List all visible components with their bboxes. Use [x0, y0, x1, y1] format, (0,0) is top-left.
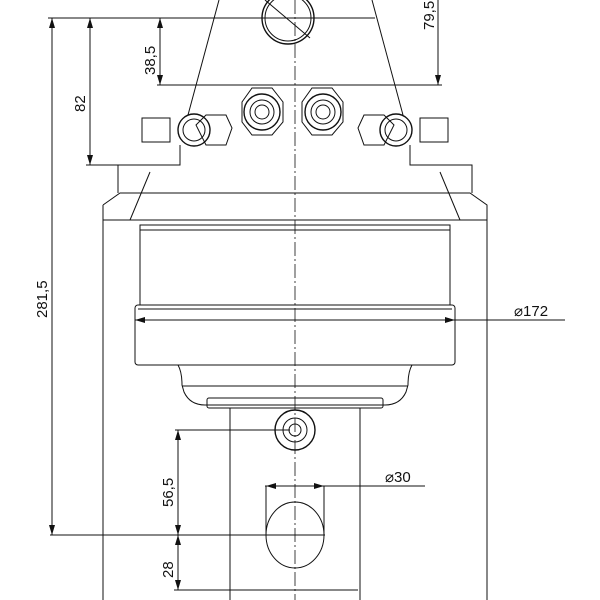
fitting-icon [241, 87, 284, 136]
dimension-lines [48, 0, 565, 591]
hydraulic-fittings [141, 87, 449, 147]
dim-shaft-hole-diameter: ⌀30 [385, 469, 411, 486]
dim-upper-height: 38,5 [142, 46, 159, 75]
bolt-icon [141, 117, 171, 143]
dim-top-offset: 79,5 [421, 1, 438, 30]
fitting-icon [177, 113, 233, 147]
fitting-icon [357, 113, 413, 147]
dim-overall-height: 281,5 [34, 280, 51, 318]
dim-flange-height: 82 [72, 95, 89, 112]
housing-drum [134, 224, 456, 409]
top-eye-circle [261, 0, 315, 45]
bolt-icon [419, 117, 449, 143]
dim-bottom-offset: 28 [160, 561, 177, 578]
fitting-icon [301, 87, 344, 136]
dim-housing-diameter: ⌀172 [514, 303, 548, 320]
dim-shaft-hole-distance: 56,5 [160, 478, 177, 507]
top-cone [187, 0, 404, 116]
